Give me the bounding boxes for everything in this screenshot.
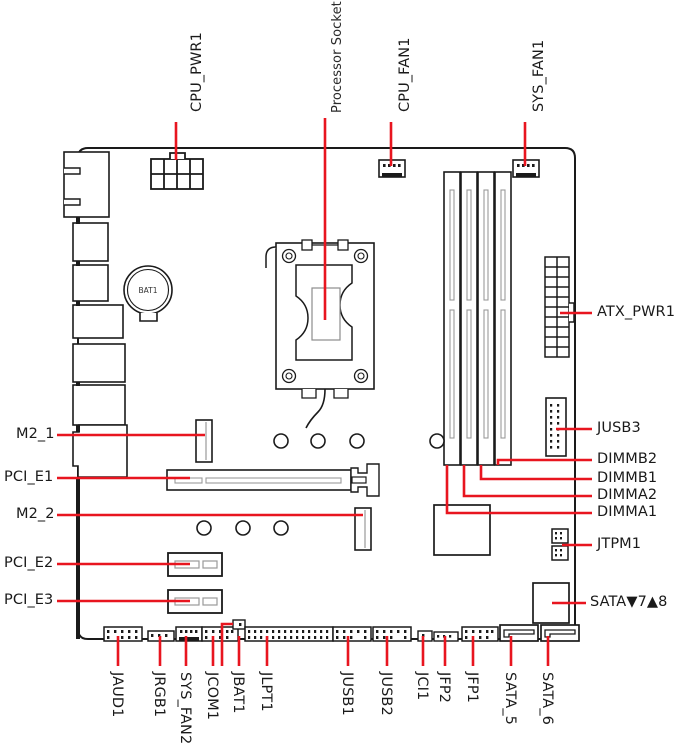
cpu-fan1-header xyxy=(378,159,406,178)
battery-label-text: BAT1 xyxy=(138,286,157,295)
io-port-1 xyxy=(63,151,110,218)
leader-dimma2 xyxy=(462,465,592,498)
callout-label-jcom1: JCOM1 xyxy=(204,672,220,721)
socket-bottom-tab-a xyxy=(301,389,317,399)
dimm-slot-a1 xyxy=(443,171,461,466)
jtpm1-header xyxy=(551,528,569,561)
callout-label-jbat1: JBAT1 xyxy=(230,672,246,714)
cpu-pwr1-clip xyxy=(169,152,186,159)
callout-label-cpu-fan1: CPU_FAN1 xyxy=(397,37,413,112)
battery-tab xyxy=(139,313,158,322)
socket-screw-bl-in xyxy=(285,372,293,380)
io-port-1-notch-b xyxy=(64,198,81,206)
pci-e1-slot xyxy=(166,463,380,497)
socket-screw-tl-in xyxy=(285,252,293,260)
callout-label-atx-pwr1: ATX_PWR1 xyxy=(597,304,676,320)
mounting-hole-5 xyxy=(235,520,251,536)
callout-label-m2-2: M2_2 xyxy=(16,506,55,522)
battery-inner xyxy=(126,268,170,312)
jusb1-header xyxy=(332,626,372,642)
callout-label-m2-1: M2_1 xyxy=(16,426,55,442)
callout-label-jtpm1: JTPM1 xyxy=(597,536,642,552)
socket-arm-left xyxy=(265,246,277,268)
io-port-1-notch-a xyxy=(64,167,81,175)
socket-latch-top-b xyxy=(337,239,349,251)
callout-label-cpu-pwr1: CPU_PWR1 xyxy=(189,32,205,112)
jcom1-header xyxy=(201,626,239,642)
callout-label-jaud1: JAUD1 xyxy=(109,672,125,718)
callout-leaders xyxy=(57,118,592,666)
processor-socket xyxy=(265,239,375,429)
mounting-hole-1 xyxy=(273,433,289,449)
callout-label-jusb1: JUSB1 xyxy=(339,672,355,716)
io-port-6 xyxy=(72,384,126,426)
callout-label-jfp1: JFP1 xyxy=(464,672,480,703)
mounting-hole-4 xyxy=(196,520,212,536)
callout-label-sys-fan1: SYS_FAN1 xyxy=(531,39,547,112)
mounting-hole-2 xyxy=(310,433,326,449)
callout-label-sata-6: SATA_6 xyxy=(539,672,555,725)
cmos-battery xyxy=(123,265,173,322)
callout-label-dimma2: DIMMA2 xyxy=(597,487,658,503)
dimm-slot-b1 xyxy=(477,171,495,466)
socket-screw-tr-in xyxy=(357,252,365,260)
jlpt1-header xyxy=(244,626,334,642)
callout-label-pci-e3: PCI_E3 xyxy=(4,592,54,608)
callout-label-jusb3: JUSB3 xyxy=(597,420,641,436)
socket-latch-top-a xyxy=(301,239,313,251)
callout-label-dimma1: DIMMA1 xyxy=(597,504,658,520)
callout-label-jfp2: JFP2 xyxy=(436,672,452,703)
io-port-5 xyxy=(72,343,126,383)
mounting-holes xyxy=(196,433,445,536)
callout-label-processor-socket: Processor Socket xyxy=(330,1,345,113)
mounting-hole-6 xyxy=(273,520,289,536)
sys-fan2-header xyxy=(175,626,203,642)
dimm-slot-a2 xyxy=(460,171,478,466)
bottom-headers xyxy=(103,619,580,642)
socket-arm-bottom xyxy=(305,388,326,429)
jfp1-header xyxy=(461,626,499,642)
mounting-hole-3 xyxy=(349,433,365,449)
callout-label-jlpt1: JLPT1 xyxy=(258,672,274,712)
m2-2-slot xyxy=(354,507,372,551)
callout-label-jusb2: JUSB2 xyxy=(378,672,394,716)
io-port-3 xyxy=(72,264,109,302)
cpu-pwr1-connector xyxy=(150,152,204,190)
callout-label-jrgb1: JRGB1 xyxy=(151,672,167,718)
sata-5-port xyxy=(499,624,539,642)
dimm-slot-b2 xyxy=(494,171,512,466)
jci1-header xyxy=(417,630,433,642)
leader-jbat1 xyxy=(220,622,233,666)
leader-dimmb1 xyxy=(479,465,592,481)
rear-io-panel xyxy=(63,151,128,478)
leader-dimmb2 xyxy=(496,458,592,465)
callout-label-dimmb2: DIMMB2 xyxy=(597,451,658,467)
callout-label-sata-7-8: SATA▼7▲8 xyxy=(590,594,668,610)
callout-label-sys-fan2: SYS_FAN2 xyxy=(177,672,193,745)
socket-bottom-tab-b xyxy=(333,389,349,399)
jbat1-header xyxy=(232,619,246,630)
callout-label-jci1: JCI1 xyxy=(414,672,430,701)
callout-label-pci-e2: PCI_E2 xyxy=(4,555,54,571)
socket-screw-br-in xyxy=(357,372,365,380)
callout-label-dimmb1: DIMMB1 xyxy=(597,470,658,486)
m2-1-slot xyxy=(195,419,213,463)
sata-6-port xyxy=(540,624,580,642)
mounting-hole-7 xyxy=(429,433,445,449)
jusb3-header xyxy=(545,397,567,457)
jaud1-header xyxy=(103,626,143,642)
atx-pwr1-connector xyxy=(544,256,575,358)
dimm-slots xyxy=(443,171,512,466)
io-audio-jack xyxy=(72,424,128,478)
jusb2-header xyxy=(372,626,412,642)
callout-label-pci-e1: PCI_E1 xyxy=(4,469,54,485)
callout-label-sata-5: SATA_5 xyxy=(502,672,518,725)
io-port-2 xyxy=(72,222,109,262)
io-port-4 xyxy=(72,304,124,339)
leader-dimma1 xyxy=(445,465,592,515)
